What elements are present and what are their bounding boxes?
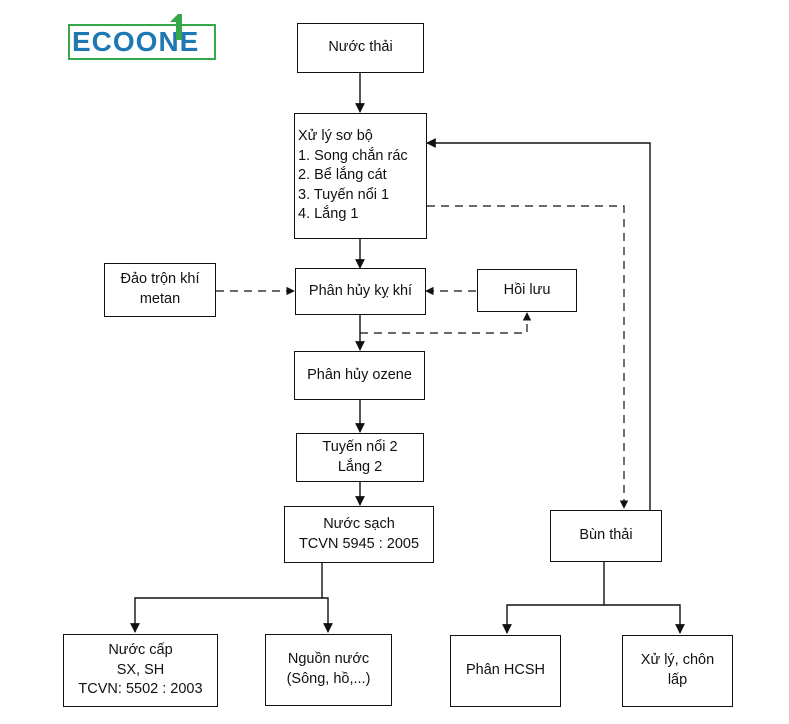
node-text: 1. Song chắn rác bbox=[298, 147, 408, 164]
node-text: Lắng 2 bbox=[337, 458, 383, 475]
node-organic: Phân HCSH bbox=[450, 635, 561, 707]
node-text: 4. Lắng 1 bbox=[298, 206, 359, 223]
node-text: Hồi lưu bbox=[503, 281, 551, 298]
logo-leaf-icon bbox=[170, 14, 182, 40]
node-text: TCVN 5945 : 2005 bbox=[298, 535, 420, 552]
node-text: Phân HCSH bbox=[466, 662, 545, 679]
node-recirculation: Hồi lưu bbox=[477, 269, 577, 312]
node-landfill: Xử lý, chôn lấp bbox=[622, 635, 733, 707]
edge-sludge-organic bbox=[502, 562, 605, 634]
node-anaerobic: Phân hủy kỵ khí bbox=[295, 268, 426, 315]
edge-pretreatment-sludge bbox=[427, 205, 629, 509]
node-text: Xử lý sơ bộ bbox=[298, 128, 373, 145]
node-text: Phân hủy kỵ khí bbox=[308, 282, 413, 299]
edge-anaerobic-recirc bbox=[360, 312, 532, 334]
node-text: TCVN: 5502 : 2003 bbox=[78, 681, 203, 698]
node-text: Phân hủy ozene bbox=[307, 366, 412, 383]
node-text: Nước cấp bbox=[108, 642, 173, 659]
edge-cleanwater-split bbox=[130, 563, 323, 633]
node-text: Tuyến nổi 2 bbox=[322, 438, 398, 455]
node-text: 3. Tuyến nổi 1 bbox=[298, 186, 390, 203]
node-text: Nước thải bbox=[328, 39, 393, 56]
edge-sludge-return bbox=[426, 138, 651, 510]
node-text: metan bbox=[139, 291, 181, 307]
node-text: Nguồn nước bbox=[287, 651, 370, 668]
node-water-source: Nguồn nước (Sông, hồ,...) bbox=[265, 634, 392, 706]
node-text: Xử lý, chôn bbox=[640, 652, 715, 669]
node-mix-methane: Đảo trộn khí metan bbox=[104, 263, 216, 317]
logo-frame bbox=[68, 24, 216, 60]
node-text: Đảo trộn khí bbox=[120, 271, 200, 288]
node-text: Bùn thải bbox=[579, 527, 633, 544]
node-wastewater: Nước thải bbox=[297, 23, 424, 73]
node-flotation2: Tuyến nổi 2 Lắng 2 bbox=[296, 433, 424, 482]
node-text: 2. Bể lắng cát bbox=[298, 167, 387, 184]
node-clean-water: Nước sạch TCVN 5945 : 2005 bbox=[284, 506, 434, 563]
node-text: lấp bbox=[667, 672, 688, 688]
node-text: Nước sạch bbox=[323, 515, 395, 532]
node-pretreatment: Xử lý sơ bộ 1. Song chắn rác 2. Bể lắng … bbox=[294, 113, 427, 239]
node-text: SX, SH bbox=[116, 661, 165, 678]
node-text: (Sông, hồ,...) bbox=[286, 671, 371, 687]
node-sludge: Bùn thải bbox=[550, 510, 662, 562]
ecoone-logo: ECOONE bbox=[68, 14, 218, 60]
edge-cleanwater-source bbox=[322, 597, 333, 633]
edge-sludge-landfill bbox=[604, 604, 685, 634]
node-ozone: Phân hủy ozene bbox=[294, 351, 425, 400]
node-supply-water: Nước cấp SX, SH TCVN: 5502 : 2003 bbox=[63, 634, 218, 707]
